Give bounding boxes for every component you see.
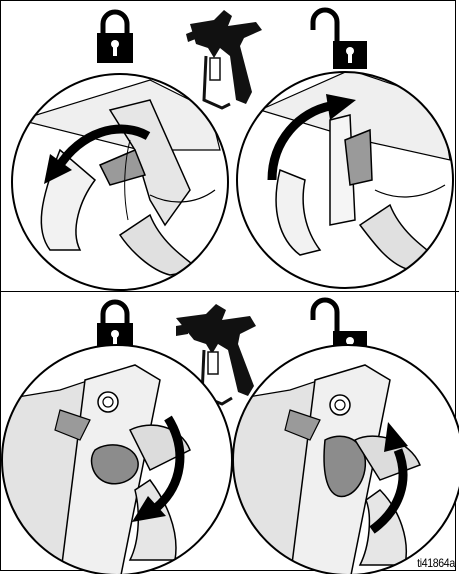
- lock-closed-icon: [97, 12, 133, 63]
- lock-open-icon: [313, 10, 367, 69]
- spray-gun-icon: [186, 10, 262, 108]
- figure-id-label: ti41864a: [417, 556, 455, 570]
- trigger-lock-detail-locked: [0, 70, 240, 300]
